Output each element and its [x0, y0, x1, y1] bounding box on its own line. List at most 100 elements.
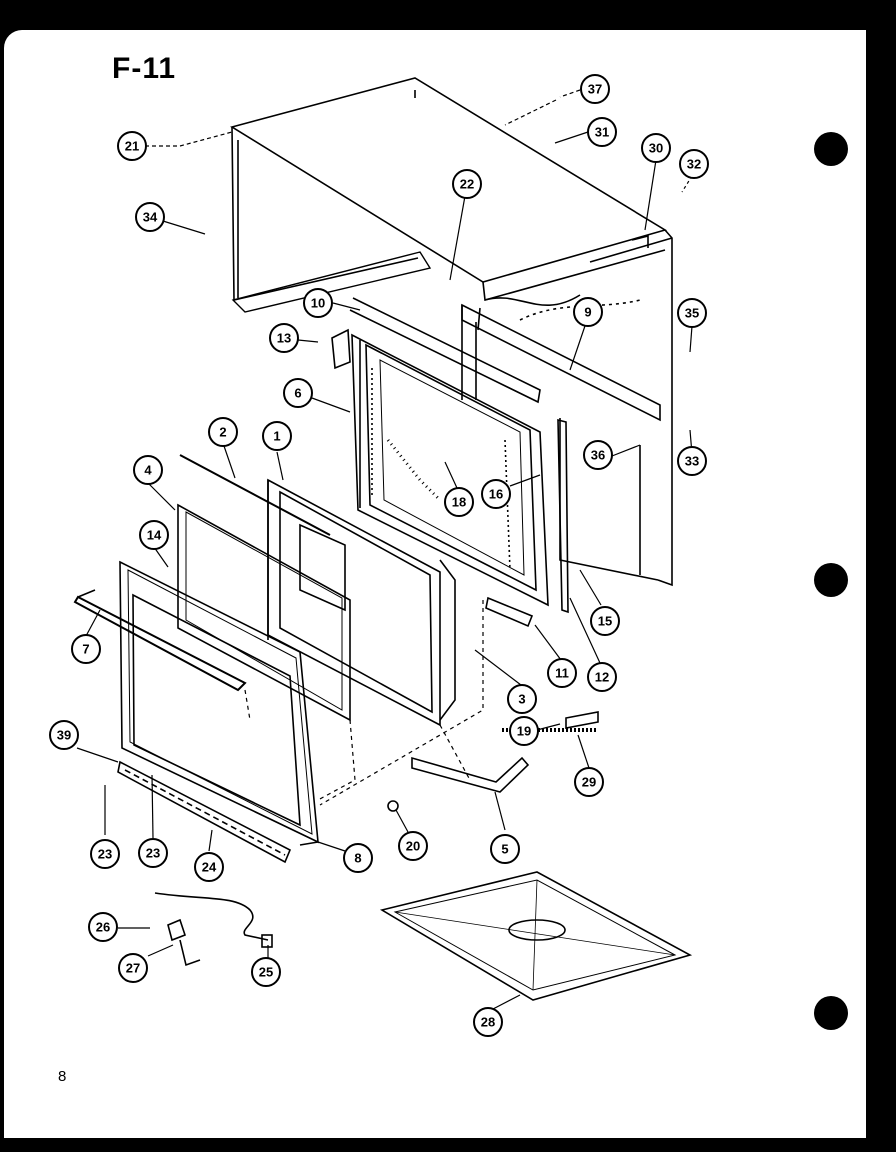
callout-label: 13: [277, 331, 291, 346]
callout-circle: [133, 455, 163, 485]
callout-label: 6: [294, 386, 301, 401]
page-number: 8: [58, 1068, 67, 1085]
callout-label: 28: [481, 1015, 495, 1030]
callout-circle: [473, 1007, 503, 1037]
callout-label: 15: [598, 614, 612, 629]
callout-circle: [303, 288, 333, 318]
callout-37: 37: [580, 74, 610, 104]
callout-3: 3: [507, 684, 537, 714]
callout-label: 32: [687, 157, 701, 172]
callout-7: 7: [71, 634, 101, 664]
callout-29: 29: [574, 767, 604, 797]
outer-door-drawing: [73, 560, 319, 846]
callout-circle: [490, 834, 520, 864]
callout-32: 32: [679, 149, 709, 179]
callout-33: 33: [677, 446, 707, 476]
callout-label: 27: [126, 961, 140, 976]
callout-8: 8: [343, 843, 373, 873]
callout-circle: [452, 169, 482, 199]
callout-label: 33: [685, 454, 699, 469]
callout-circle: [139, 520, 169, 550]
callout-label: 35: [685, 306, 699, 321]
drip-tray-drawing: [379, 871, 693, 1001]
callout-circle: [90, 839, 120, 869]
callout-circle: [481, 479, 511, 509]
callout-circle: [590, 606, 620, 636]
callout-circle: [262, 421, 292, 451]
callout-label: 21: [125, 139, 139, 154]
callout-circle: [507, 684, 537, 714]
callout-label: 18: [452, 495, 466, 510]
callout-label: 30: [649, 141, 663, 156]
callout-30: 30: [641, 133, 671, 163]
callout-circle: [138, 838, 168, 868]
callout-label: 16: [489, 487, 503, 502]
callout-label: 7: [82, 642, 89, 657]
callout-10: 10: [303, 288, 333, 318]
callout-23: 23: [138, 838, 168, 868]
callout-23: 23: [90, 839, 120, 869]
callout-label: 9: [584, 305, 591, 320]
callout-circle: [587, 117, 617, 147]
callout-34: 34: [135, 202, 165, 232]
callout-circle: [583, 440, 613, 470]
callout-label: 11: [555, 666, 569, 681]
callout-36: 36: [583, 440, 613, 470]
callout-5: 5: [490, 834, 520, 864]
callout-31: 31: [587, 117, 617, 147]
callout-26: 26: [88, 912, 118, 942]
callout-circle: [398, 831, 428, 861]
callout-circle: [641, 133, 671, 163]
glass-panel-drawing: [349, 297, 661, 422]
wire-harness-drawing: [154, 892, 273, 967]
callout-label: 10: [311, 296, 325, 311]
callout-27: 27: [118, 953, 148, 983]
callout-label: 2: [219, 425, 226, 440]
callout-circle: [677, 446, 707, 476]
callout-4: 4: [133, 455, 163, 485]
callout-label: 19: [517, 724, 531, 739]
callout-15: 15: [590, 606, 620, 636]
callout-circle: [208, 417, 238, 447]
front-frame-drawing: [351, 333, 549, 607]
callout-circle: [679, 149, 709, 179]
callout-circle: [343, 843, 373, 873]
binder-hole-middle: [814, 563, 848, 597]
callout-circle: [547, 658, 577, 688]
callout-circle: [88, 912, 118, 942]
callout-circle: [118, 953, 148, 983]
callout-39: 39: [49, 720, 79, 750]
callout-label: 4: [144, 463, 152, 478]
callout-label: 24: [202, 860, 217, 875]
callout-circle: [283, 378, 313, 408]
outer-cabinet-drawing: [230, 77, 673, 587]
binder-hole-top: [814, 132, 848, 166]
binder-hole-bottom: [814, 996, 848, 1030]
callout-label: 23: [146, 846, 160, 861]
callout-18: 18: [444, 487, 474, 517]
callout-19: 19: [509, 716, 539, 746]
callout-circle: [194, 852, 224, 882]
callout-circle: [574, 767, 604, 797]
callout-13: 13: [269, 323, 299, 353]
callout-circle: [444, 487, 474, 517]
callout-label: 39: [57, 728, 71, 743]
callout-circle: [573, 297, 603, 327]
callout-circle: [251, 957, 281, 987]
callout-circle: [580, 74, 610, 104]
callout-22: 22: [452, 169, 482, 199]
callout-label: 1: [273, 429, 280, 444]
callout-label: 37: [588, 82, 602, 97]
door-inner-panel-drawing: [177, 454, 456, 727]
callout-label: 3: [518, 692, 525, 707]
callout-label: 12: [595, 670, 609, 685]
callout-14: 14: [139, 520, 169, 550]
hinge-arm-drawing: [387, 711, 599, 812]
callout-label: 5: [501, 842, 508, 857]
callout-16: 16: [481, 479, 511, 509]
callout-label: 25: [259, 965, 273, 980]
callout-11: 11: [547, 658, 577, 688]
